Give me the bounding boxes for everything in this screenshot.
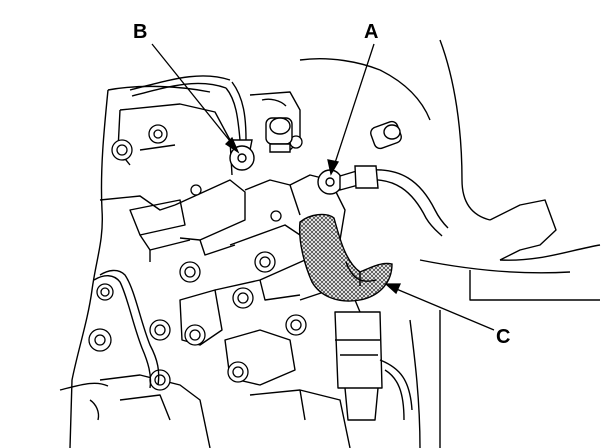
leader-c: [393, 287, 495, 331]
leader-lines: [151, 43, 495, 331]
bolt-holes: [88, 124, 307, 391]
bolt-b: [265, 117, 293, 153]
callout-b-label: B: [133, 21, 147, 43]
callout-c-label: C: [496, 326, 510, 348]
callout-a-label: A: [364, 21, 378, 43]
bolt-a: [370, 120, 402, 150]
rubber-cover-c: [298, 213, 393, 302]
arrowhead-c: [384, 283, 402, 295]
engine-housing: [69, 39, 601, 448]
arrowhead-b: [224, 136, 240, 154]
arrowhead-a: [327, 159, 340, 176]
leader-a: [333, 43, 375, 167]
wiring-harness: [59, 75, 449, 421]
terminal-a: [317, 165, 379, 195]
leader-b: [151, 43, 235, 147]
